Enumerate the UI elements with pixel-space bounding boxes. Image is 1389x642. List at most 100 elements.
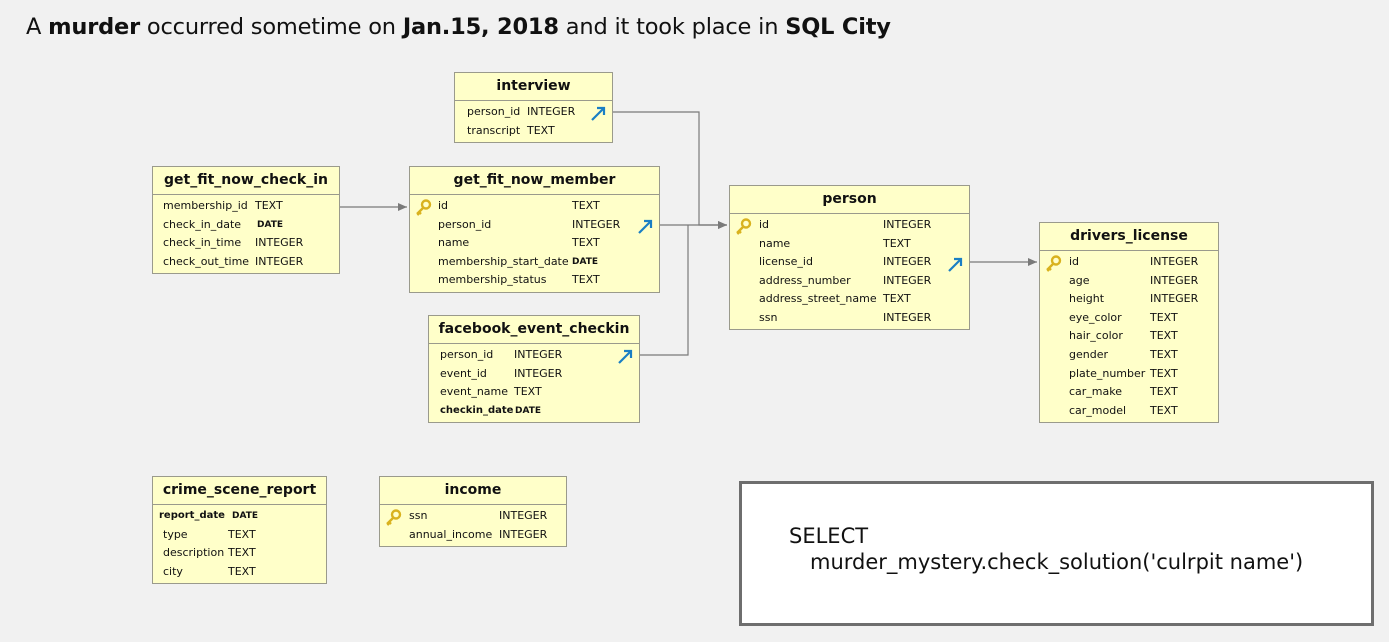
foreign-key-icon: [638, 219, 653, 234]
column-name: person_id: [438, 217, 492, 231]
column-name: checkin_date: [440, 404, 514, 416]
column-type: TEXT: [228, 546, 256, 560]
column-name: annual_income: [409, 527, 493, 541]
column-name: description: [163, 546, 225, 560]
column-name: id: [1069, 255, 1080, 268]
column-name: membership_id: [163, 199, 248, 212]
column-type: DATE: [515, 405, 542, 416]
column-type: TEXT: [883, 236, 911, 250]
column-name: gender: [1069, 347, 1108, 361]
column-type: TEXT: [883, 292, 911, 306]
sql-line-select: SELECT: [789, 524, 869, 548]
sql-line-function: murder_mystery.check_solution('culrpit n…: [810, 550, 1304, 574]
table-title: drivers_license: [1040, 223, 1218, 251]
primary-key-icon: [1046, 255, 1062, 272]
heading-text: and it took place in: [558, 14, 786, 40]
foreign-key-icon: [948, 257, 963, 272]
column-type: INTEGER: [883, 273, 932, 287]
sql-query-box: SELECT murder_mystery.check_solution('cu…: [739, 481, 1374, 626]
column-row: gender TEXT: [1040, 346, 1218, 365]
column-name: person_id: [467, 105, 521, 118]
column-type: TEXT: [1150, 310, 1178, 324]
column-name: check_in_date: [163, 217, 242, 231]
column-type: TEXT: [527, 123, 555, 137]
column-name: license_id: [759, 255, 813, 269]
foreign-key-icon: [591, 106, 606, 121]
column-type: TEXT: [1150, 403, 1178, 417]
column-type: TEXT: [1150, 329, 1178, 343]
table-columns: membership_id TEXT check_in_date DATE chec…: [153, 195, 339, 271]
table-title: income: [380, 477, 566, 505]
column-type: INTEGER: [499, 527, 548, 541]
column-name: name: [438, 236, 470, 250]
column-type: TEXT: [255, 199, 283, 212]
heading-murder: murder: [48, 14, 140, 40]
column-type: INTEGER: [255, 236, 304, 250]
column-type: TEXT: [228, 564, 256, 578]
column-type: TEXT: [514, 385, 542, 399]
column-type: INTEGER: [883, 218, 932, 231]
foreign-key-icon: [618, 349, 633, 364]
column-type: INTEGER: [514, 348, 563, 361]
table-title: facebook_event_checkin: [429, 316, 639, 344]
column-type: DATE: [572, 256, 599, 267]
column-name: type: [163, 527, 188, 541]
column-row: hair_color TEXT: [1040, 327, 1218, 346]
table-title: person: [730, 186, 969, 214]
column-row: transcript TEXT: [455, 122, 612, 141]
column-type: TEXT: [1150, 385, 1178, 399]
table-columns: person_id INTEGER transcript TEXT: [455, 101, 612, 140]
column-type: INTEGER: [527, 105, 576, 118]
column-name: transcript: [467, 123, 521, 137]
column-name: id: [438, 199, 449, 212]
column-name: ssn: [409, 509, 428, 522]
column-row: person_id INTEGER: [455, 103, 612, 122]
column-type: INTEGER: [1150, 255, 1199, 268]
column-name: check_in_time: [163, 236, 242, 250]
table-title: crime_scene_report: [153, 477, 326, 505]
column-name: plate_number: [1069, 366, 1146, 380]
column-row: check_in_time INTEGER: [153, 234, 339, 253]
column-name: hair_color: [1069, 329, 1123, 343]
column-name: event_id: [440, 366, 487, 380]
column-type: DATE: [232, 511, 259, 521]
heading-date: Jan.15, 2018: [402, 14, 559, 40]
column-name: address_number: [759, 273, 851, 287]
column-type: INTEGER: [883, 310, 932, 324]
column-type: TEXT: [1150, 347, 1178, 361]
column-name: report_date: [159, 510, 225, 521]
column-name: membership_status: [438, 273, 547, 287]
table-title: get_fit_now_member: [410, 167, 659, 195]
column-type: DATE: [257, 219, 284, 230]
